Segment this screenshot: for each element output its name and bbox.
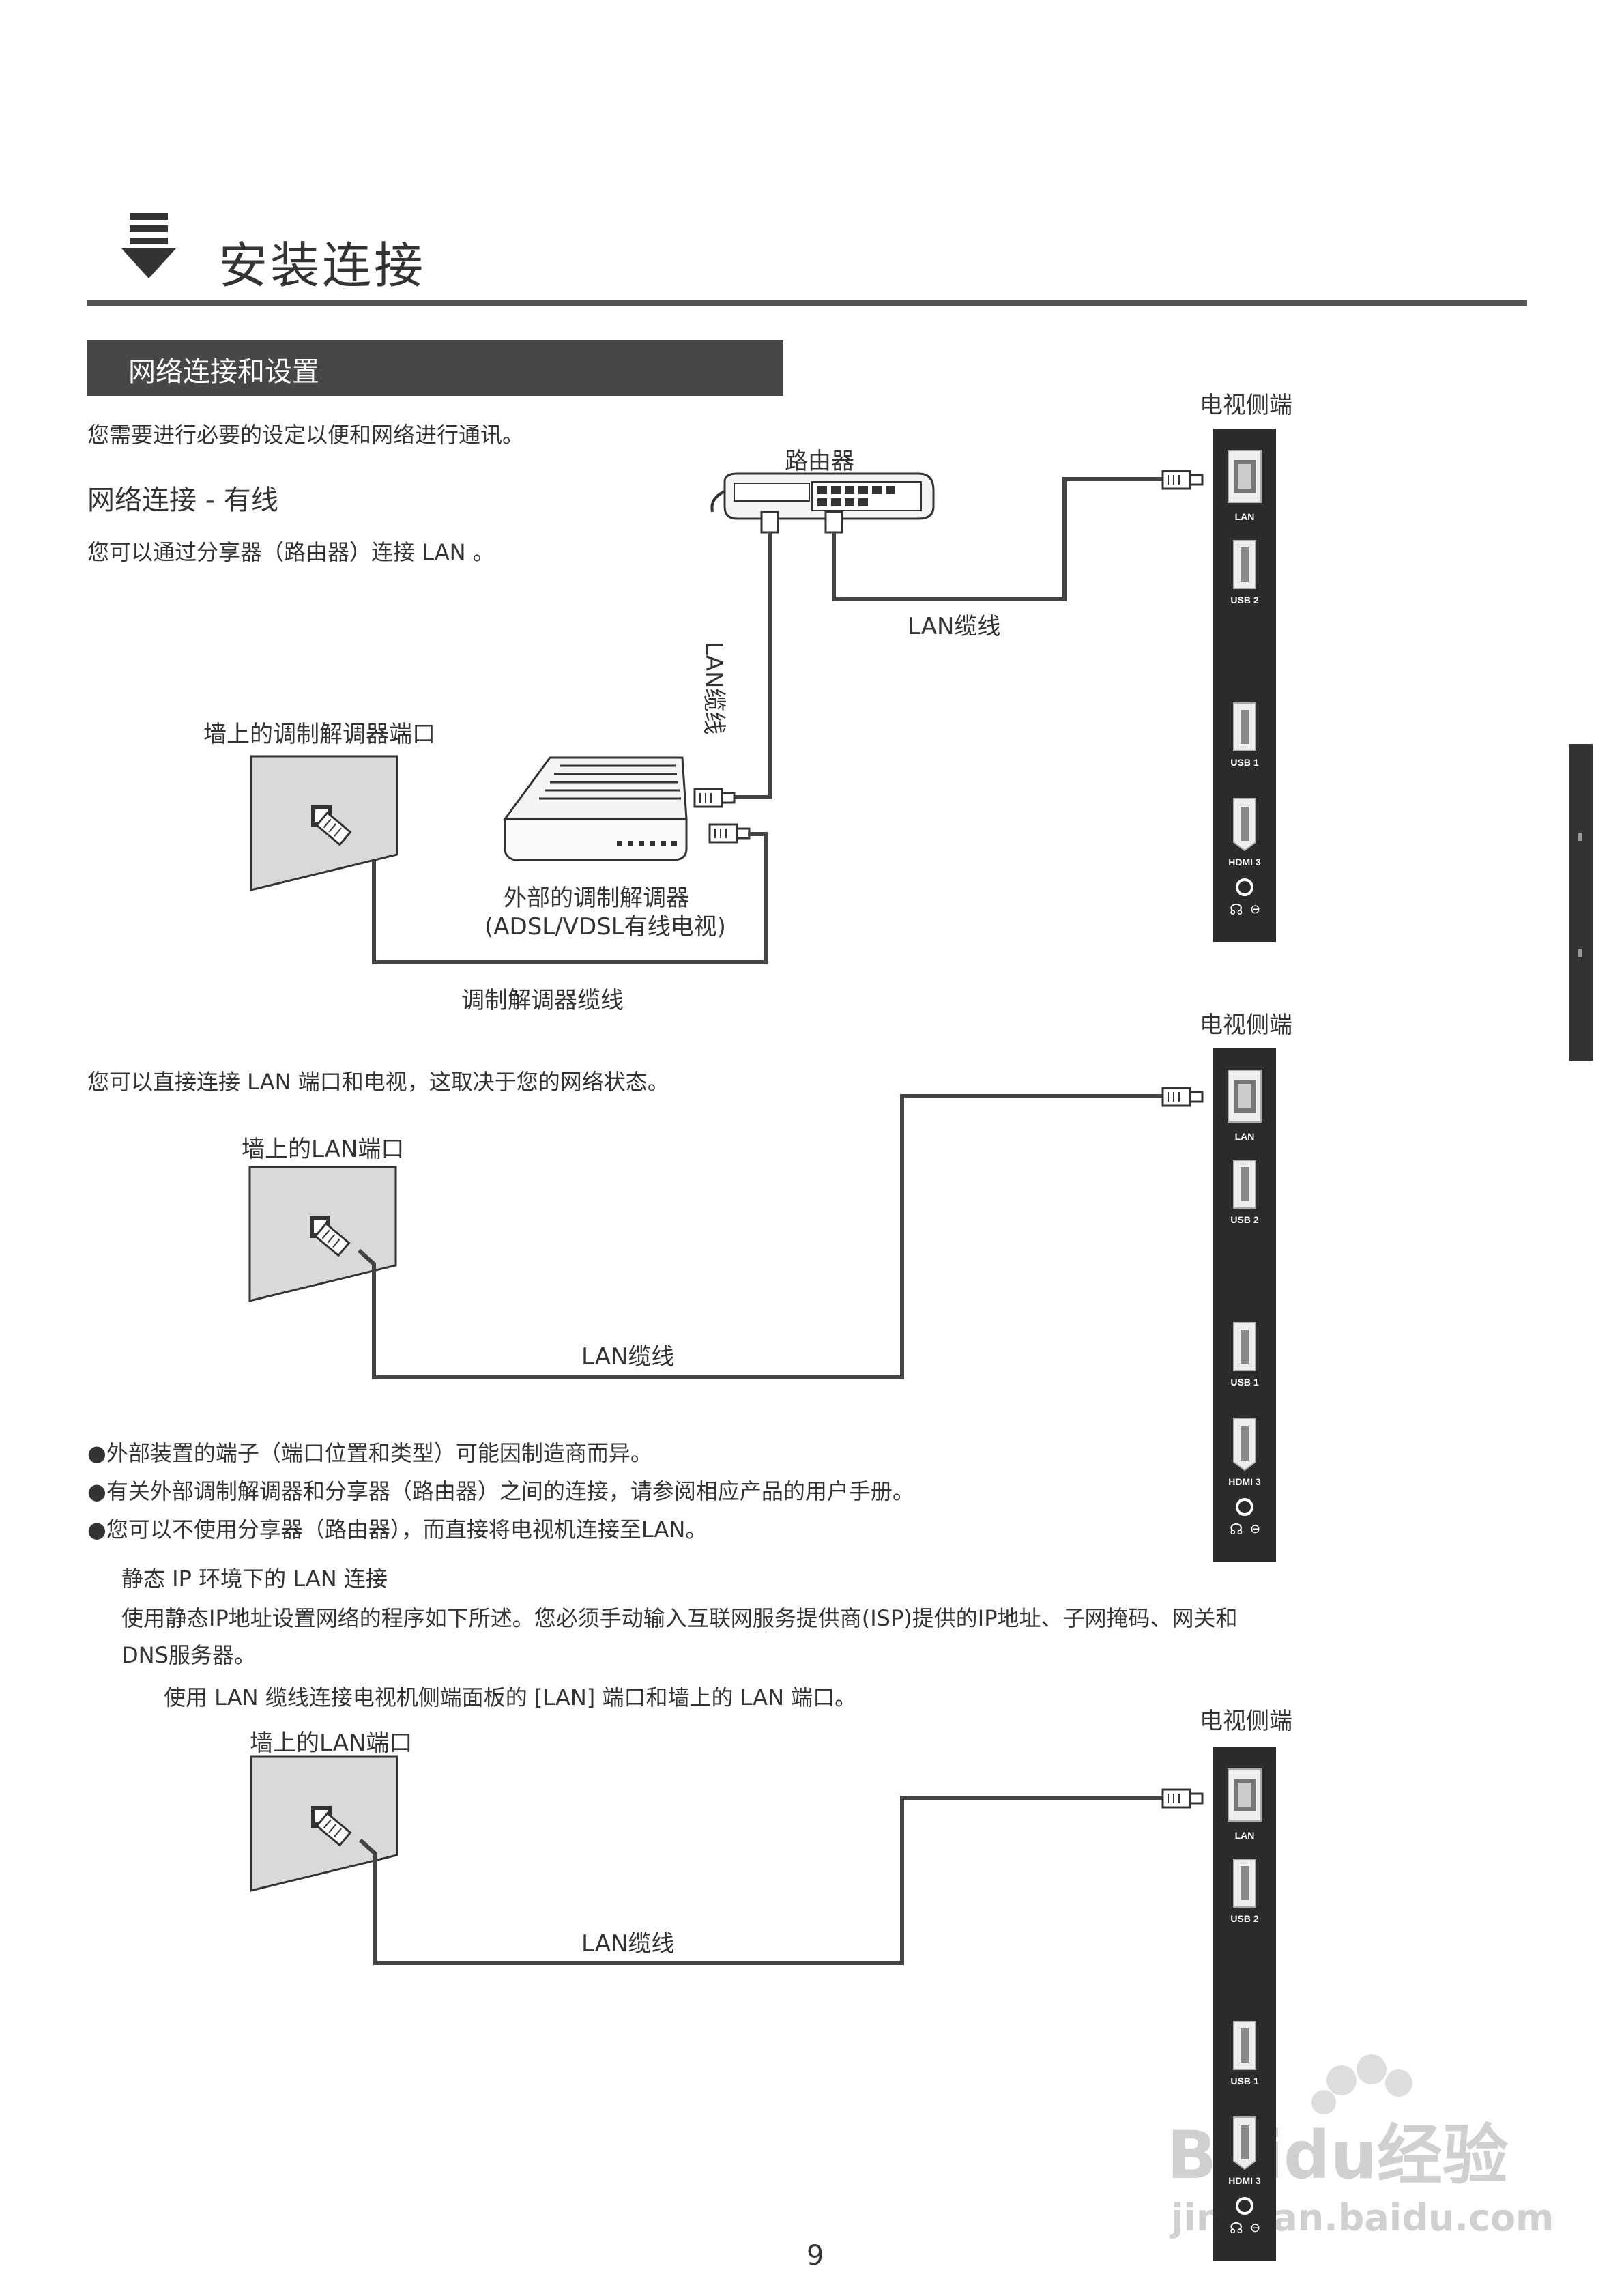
note-item: ●有关外部调制解调器和分享器（路由器）之间的连接，请参阅相应产品的用户手册。 — [87, 1478, 914, 1504]
title-divider — [87, 300, 1527, 306]
lan-plug — [1161, 470, 1204, 490]
tv-side-panel — [1212, 427, 1277, 943]
tv-side-label-2: 电视侧端 — [1200, 1011, 1292, 1039]
section-title: 网络连接和设置 — [128, 356, 319, 388]
modem-label: 外部的调制解调器 — [504, 885, 689, 912]
page-number: 9 — [807, 2240, 824, 2271]
side-tab — [1569, 744, 1593, 1061]
note-item: ●您可以不使用分享器（路由器），而直接将电视机连接至LAN。 — [87, 1517, 708, 1542]
wall-modem-port-label: 墙上的调制解调器端口 — [203, 721, 435, 748]
watermark-paw-icon — [1311, 2054, 1412, 2114]
static-ip-step: 使用 LAN 缆线连接电视机侧端面板的 [LAN] 端口和墙上的 LAN 端口。 — [164, 1684, 857, 1710]
router-device — [710, 472, 935, 534]
wired-desc: 您可以通过分享器（路由器）连接 LAN 。 — [87, 539, 495, 565]
tv-side-label-3: 电视侧端 — [1200, 1708, 1292, 1735]
lan-cable-label-2: LAN缆线 — [581, 1343, 675, 1371]
modem-line-plug — [708, 823, 751, 844]
lan-cable-label-1: LAN缆线 — [908, 613, 1001, 640]
note-item: ●外部装置的端子（端口位置和类型）可能因制造商而异。 — [87, 1440, 652, 1466]
page-title: 安装连接 — [218, 237, 426, 294]
intro-text: 您需要进行必要的设定以便和网络进行通讯。 — [87, 422, 525, 448]
section-banner: 网络连接和设置 — [87, 340, 783, 396]
modem-lan-plug — [693, 788, 736, 808]
modem-cable-label: 调制解调器缆线 — [461, 987, 624, 1014]
modem-sub-label: (ADSL/VDSL有线电视) — [484, 913, 726, 941]
direct-desc: 您可以直接连接 LAN 端口和电视，这取决于您的网络状态。 — [87, 1069, 669, 1095]
static-ip-para-1: 使用静态IP地址设置网络的程序如下所述。您必须手动输入互联网服务提供商(ISP)… — [121, 1605, 1238, 1631]
tv-side-panel — [1212, 1047, 1277, 1563]
tv-side-label-1: 电视侧端 — [1200, 392, 1292, 419]
lan-plug — [1161, 1788, 1204, 1809]
tv-side-panel — [1212, 1746, 1277, 2262]
wall-lan-port-label-3: 墙上的LAN端口 — [250, 1730, 413, 1757]
lan-plug — [1161, 1087, 1204, 1107]
wired-heading: 网络连接 - 有线 — [87, 485, 278, 516]
static-ip-para-2: DNS服务器。 — [121, 1642, 256, 1668]
lan-cable-label-3: LAN缆线 — [581, 1930, 675, 1957]
wall-lan-port-label-2: 墙上的LAN端口 — [242, 1136, 405, 1163]
section-arrow-icon — [121, 210, 176, 278]
static-ip-heading: 静态 IP 环境下的 LAN 连接 — [121, 1566, 388, 1592]
router-label: 路由器 — [785, 448, 854, 475]
modem-device — [503, 756, 688, 861]
